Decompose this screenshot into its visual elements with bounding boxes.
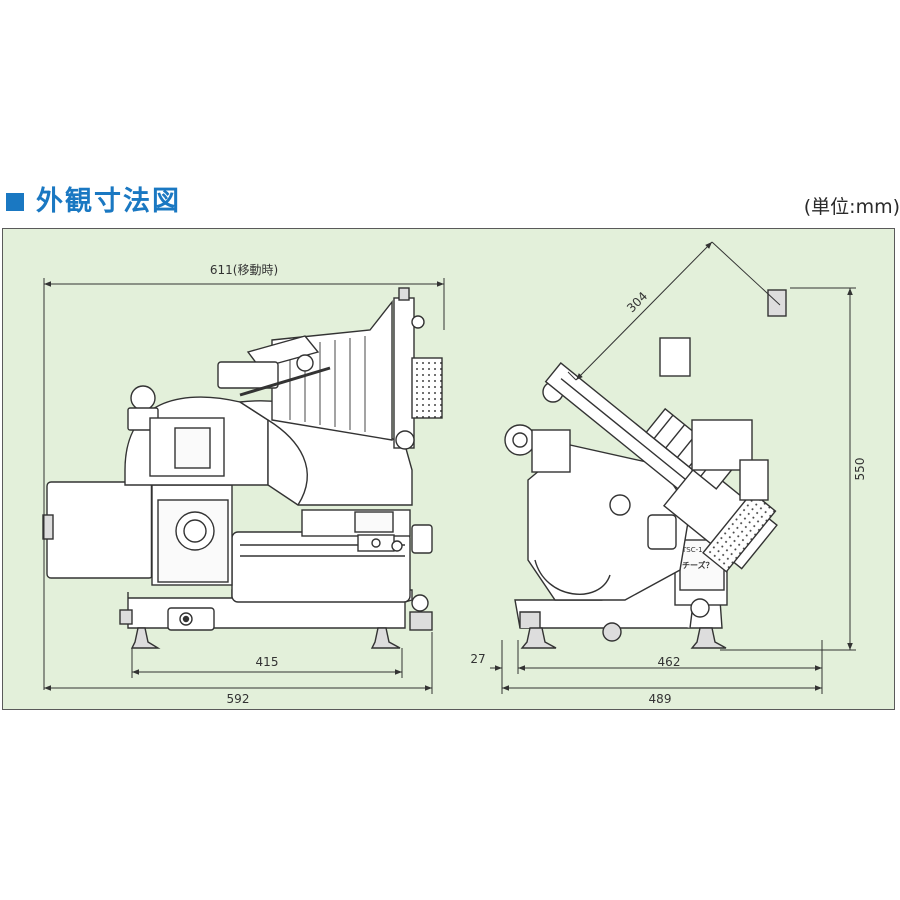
dimension-lines [43,241,856,694]
dim-550-label: 550 [853,458,867,481]
dim-462-label: 462 [658,655,681,669]
product-chute [271,299,393,441]
motor-cap [42,514,54,540]
side-handle [647,514,677,550]
dim-27-label: 27 [470,652,485,666]
side-foot-right [690,627,727,649]
dim-611-label: 611(移動時) [210,263,278,277]
unit-note: (単位:mm) [803,196,900,218]
dim-304-label: 304 [624,289,650,315]
dim-415-label: 415 [256,655,279,669]
front-view-machine [42,287,443,649]
side-foot-left [520,627,557,649]
sharpener-knob-icon [130,385,156,411]
foot-right [370,627,401,649]
motor-housing [46,481,154,579]
dim-489-label: 489 [649,692,672,706]
plate-brand: チーズ？ [682,560,714,570]
pusher-handle [217,361,279,389]
side-knob-block [531,429,571,473]
support-column [393,297,415,449]
vent-grill [411,357,443,419]
body-hole [609,494,631,516]
side-pusher-handle [659,337,691,377]
carriage-handle [411,524,433,554]
side-main-body [527,444,691,601]
base-knob-left [119,609,133,625]
header: 外観寸法図 (単位:mm) [0,180,900,224]
title-square-icon [6,193,24,211]
side-switch-box [739,459,769,501]
plate-text: TSC-1 [681,546,703,554]
side-top-knob [767,289,787,317]
side-view-machine: TSC-1 チーズ？ [504,289,787,649]
foot-left [130,627,161,649]
dim-592-label: 592 [227,692,250,706]
page-title: 外観寸法図 [36,186,181,217]
